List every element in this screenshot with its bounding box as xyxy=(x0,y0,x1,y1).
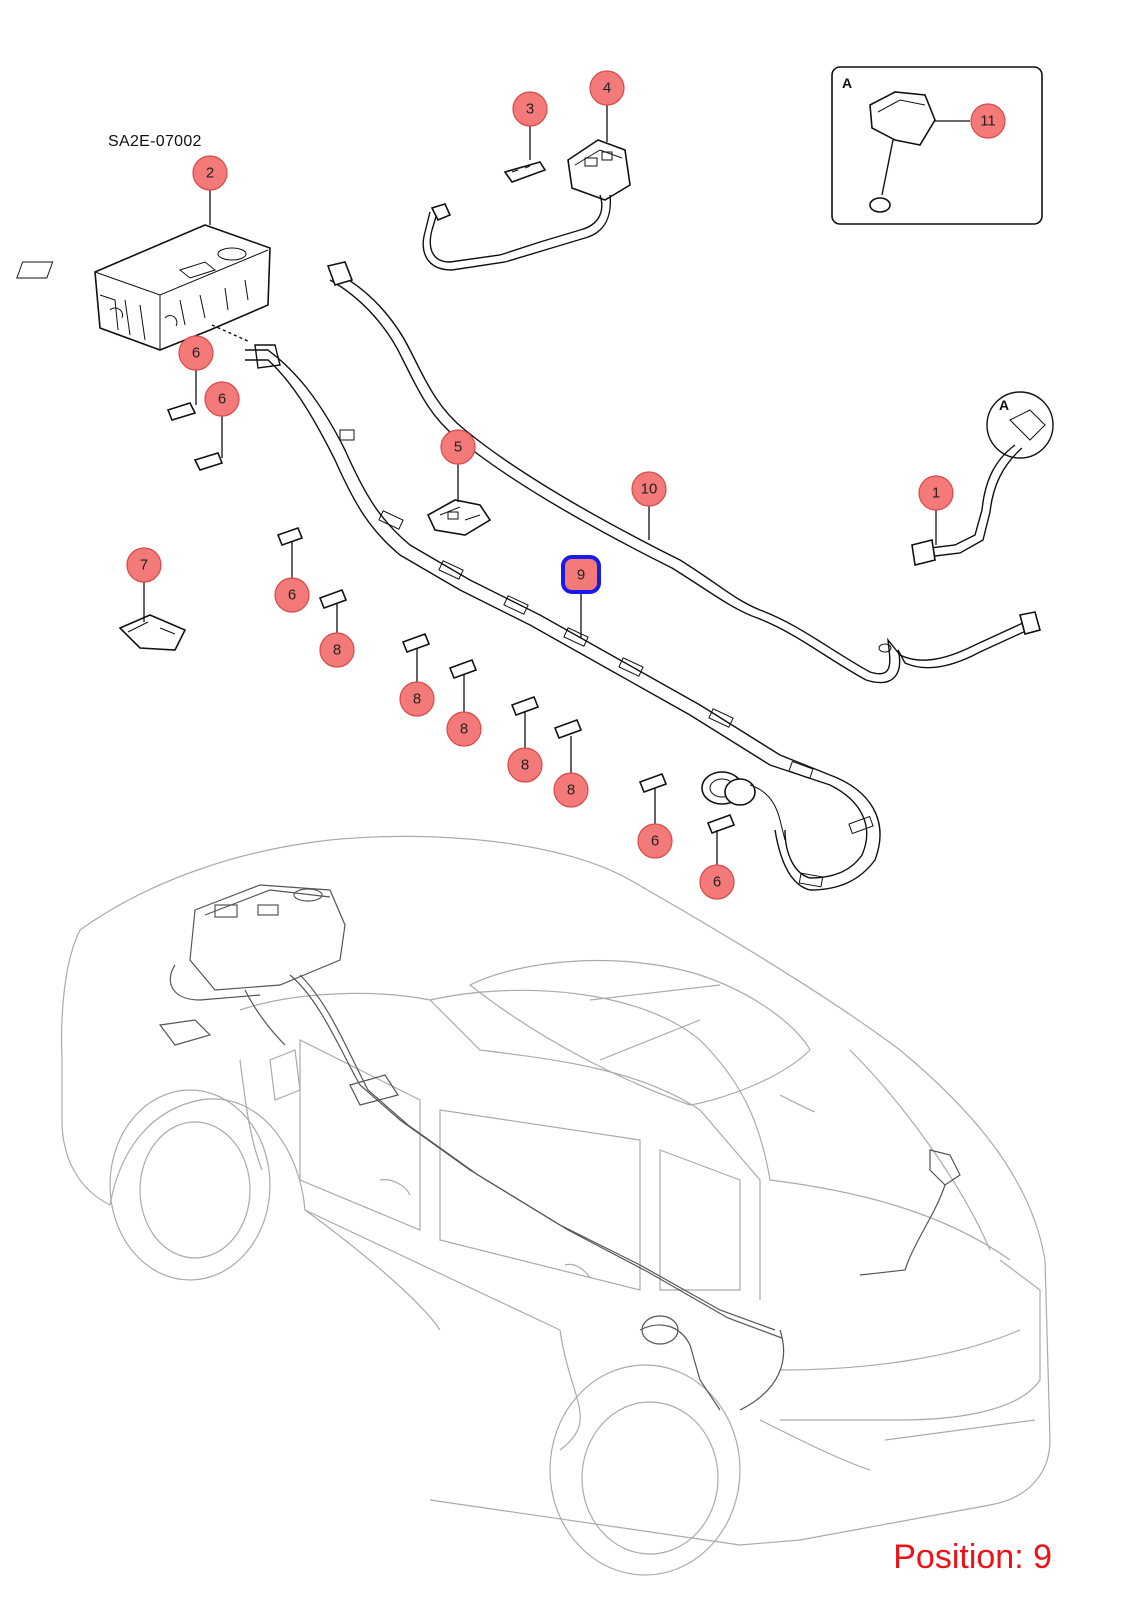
callout-1[interactable]: 1 xyxy=(918,475,954,511)
leader-lines xyxy=(143,105,970,865)
svg-text:6: 6 xyxy=(192,345,200,362)
detail-inset-a: A xyxy=(831,66,1043,225)
part-7-module xyxy=(118,614,187,651)
callout-3[interactable]: 3 xyxy=(512,91,548,127)
svg-text:6: 6 xyxy=(651,833,659,850)
svg-text:6: 6 xyxy=(713,874,721,891)
svg-text:6: 6 xyxy=(288,587,296,604)
svg-text:8: 8 xyxy=(333,642,341,659)
callout-11[interactable]: 11 xyxy=(970,103,1006,139)
svg-text:4: 4 xyxy=(603,80,611,97)
svg-text:10: 10 xyxy=(641,481,658,498)
callout-5[interactable]: 5 xyxy=(440,429,476,465)
callout-8[interactable]: 8 xyxy=(446,711,482,747)
part-10-cable xyxy=(326,261,1041,684)
svg-text:2: 2 xyxy=(206,165,214,182)
detail-marker-letter: A xyxy=(999,397,1009,413)
vehicle-installed-parts xyxy=(158,884,961,1411)
part-4-module xyxy=(422,139,631,271)
callout-8[interactable]: 8 xyxy=(319,632,355,668)
svg-text:5: 5 xyxy=(454,439,462,456)
svg-text:8: 8 xyxy=(460,721,468,738)
svg-text:1: 1 xyxy=(932,485,940,502)
callout-6[interactable]: 6 xyxy=(637,823,673,859)
svg-text:8: 8 xyxy=(521,757,529,774)
callout-8[interactable]: 8 xyxy=(553,772,589,808)
svg-text:9: 9 xyxy=(577,567,585,584)
callout-6[interactable]: 6 xyxy=(178,335,214,371)
callout-8[interactable]: 8 xyxy=(399,681,435,717)
part-3-bracket xyxy=(503,161,547,183)
callout-10[interactable]: 10 xyxy=(631,471,667,507)
part-2-controller xyxy=(16,224,271,351)
callout-6[interactable]: 6 xyxy=(274,577,310,613)
part-1-sensor: A xyxy=(911,391,1054,566)
vehicle-outline xyxy=(60,835,1051,1576)
svg-text:7: 7 xyxy=(140,557,148,574)
part-5-module xyxy=(426,499,492,536)
callout-6[interactable]: 6 xyxy=(204,381,240,417)
callout-9-selected[interactable]: 9 xyxy=(561,555,601,594)
callout-7[interactable]: 7 xyxy=(126,547,162,583)
svg-text:3: 3 xyxy=(526,101,534,118)
position-readout: Position: 9 xyxy=(893,1538,1052,1576)
clips xyxy=(166,402,736,835)
callout-6[interactable]: 6 xyxy=(699,864,735,900)
callout-8[interactable]: 8 xyxy=(507,747,543,783)
callout-2[interactable]: 2 xyxy=(192,155,228,191)
svg-text:11: 11 xyxy=(980,113,996,130)
drawing-code: SA2E-07002 xyxy=(108,133,202,150)
svg-text:8: 8 xyxy=(567,782,575,799)
svg-text:8: 8 xyxy=(413,691,421,708)
part-9-harness xyxy=(211,324,881,891)
inset-letter: A xyxy=(842,75,852,91)
callout-4[interactable]: 4 xyxy=(589,70,625,106)
svg-text:6: 6 xyxy=(218,391,226,408)
